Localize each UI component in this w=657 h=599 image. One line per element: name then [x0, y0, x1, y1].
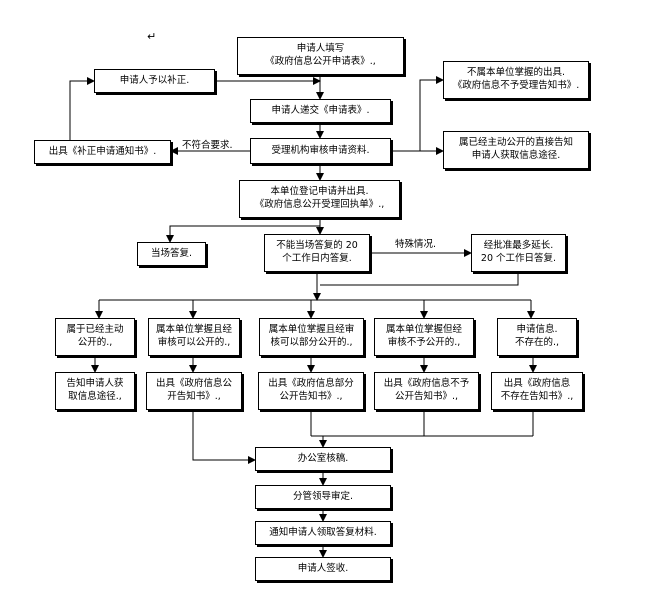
box-office-review: 办公室核稿.: [255, 447, 391, 471]
box-text-line: 开告知书》.,: [167, 391, 221, 402]
box-onsite-reply: 当场答复.: [137, 242, 206, 266]
box-text-line: 属本单位掌握且经: [155, 324, 232, 336]
box-issue-partial-notice: 出具《政府信息部分公开告知书》.,: [258, 372, 364, 410]
box-text-line: 出具《政府信息: [503, 378, 571, 390]
box-text-line: 个工作日内答复.: [282, 253, 352, 264]
box-issue-disclosure-notice: 出具《政府信息公开告知书》.,: [146, 372, 242, 410]
box-supplement: 申请人予以补正.: [94, 69, 215, 93]
box-inform-access-path: 告知申请人获取信息途径.,: [55, 372, 135, 410]
box-text-line: 申请人予以补正.: [119, 74, 190, 86]
box-text-line: 分管领导审定.: [292, 490, 354, 502]
box-text-line: 出具《补正申请通知书》.: [48, 145, 157, 157]
box-text-line: 取信息途径.,: [68, 391, 122, 402]
box-already-published: 属已经主动公开的直接告知申请人获取信息途径.: [443, 131, 589, 169]
box-text-line: 不存在的.,: [514, 337, 560, 348]
box-text-line: 公开告知书》.,: [394, 391, 459, 402]
box-register-receipt: 本单位登记申请并出具.《政府信息公开受理回执单》.,: [239, 180, 400, 218]
box-not-accept: 不属本单位掌握的出具.《政府信息不予受理告知书》.: [443, 61, 589, 99]
box-submit-form: 申请人递交《申请表》.: [250, 99, 391, 123]
box-text-line: 申请人递交《申请表》.: [271, 104, 370, 116]
box-text-line: 属本单位掌握但经: [385, 324, 462, 336]
box-extend-20-days: 经批准最多延长.20 个工作日答复.: [471, 234, 566, 272]
box-text-line: 本单位登记申请并出具.: [270, 186, 369, 198]
box-text-line: 出具《政府信息公: [155, 378, 232, 390]
box-text-line: 办公室核稿.: [297, 452, 349, 464]
box-text-line: 告知申请人获: [66, 378, 124, 390]
box-case-published: 属于已经主动公开的.,: [55, 318, 135, 356]
box-text-line: 申请人填写: [296, 43, 345, 55]
box-text-line: 20 个工作日答复.: [480, 253, 557, 264]
box-text-line: 经批准最多延长.: [483, 240, 554, 252]
box-text-line: 属已经主动公开的直接告知: [458, 137, 573, 149]
arrow-d2-to-office: [192, 410, 256, 464]
box-text-line: 出具《政府信息不予: [383, 378, 470, 390]
box-text-line: 公开的.,: [77, 337, 113, 348]
box-case-not-disclose: 属本单位掌握但经审核不予公开的.,: [374, 318, 474, 356]
box-text-line: 属于已经主动: [66, 324, 124, 336]
box-case-can-disclose: 属本单位掌握且经审核可以公开的.,: [148, 318, 240, 356]
box-text-line: 不属本单位掌握的出具.: [466, 67, 566, 79]
label-special-case: 特殊情况.: [395, 239, 437, 250]
box-text-line: 申请信息.: [516, 324, 558, 336]
box-issue-refusal-notice: 出具《政府信息不予公开告知书》.,: [374, 372, 479, 410]
return-mark: ↵: [147, 30, 157, 43]
box-text-line: 《政府信息不予受理告知书》.: [452, 80, 580, 91]
box-text-line: 《政府信息公开申请表》.,: [265, 56, 376, 67]
box-issue-correction-notice: 出具《补正申请通知书》.: [34, 140, 171, 164]
box-issue-nonexist-notice: 出具《政府信息不存在告知书》.,: [491, 372, 583, 410]
box-text-line: 公开告知书》.,: [279, 391, 343, 402]
box-text-line: 通知申请人领取答复材料.: [269, 526, 377, 538]
box-apply-form: 申请人填写《政府信息公开申请表》.,: [237, 37, 404, 75]
arrow-register-to-onsite: [166, 218, 321, 243]
box-leader-approval: 分管领导审定.: [255, 485, 391, 509]
box-text-line: 《政府信息公开受理回执单》.,: [254, 199, 385, 210]
box-case-not-exist: 申请信息.不存在的.,: [497, 318, 577, 356]
box-text-line: 属本单位掌握且经审: [268, 324, 355, 336]
box-text-line: 不存在告知书》.,: [500, 391, 574, 402]
box-applicant-sign: 申请人签收.: [255, 557, 391, 581]
box-text-line: 审核不予公开的.,: [387, 337, 461, 348]
arrow-notice-to-supplement: [69, 77, 95, 140]
box-text-line: 申请人获取信息途径.: [471, 150, 561, 161]
box-text-line: 审核可以公开的.,: [157, 337, 231, 348]
box-text-line: 申请人签收.: [297, 562, 349, 574]
box-text-line: 核可以部分公开的.,: [270, 337, 353, 348]
box-text-line: 受理机构审核申请资料.: [271, 144, 370, 156]
box-case-partial-disclose: 属本单位掌握且经审核可以部分公开的.,: [259, 318, 364, 356]
box-review-materials: 受理机构审核申请资料.: [250, 138, 391, 164]
label-not-meet-requirements: 不符合要求.: [182, 140, 233, 151]
box-text-line: 出具《政府信息部分: [268, 378, 354, 390]
arrow-review-to-not-accept: [391, 76, 444, 152]
box-text-line: 当场答复.: [150, 247, 193, 259]
line-extend-join: [320, 272, 519, 286]
box-notify-applicant: 通知申请人领取答复材料.: [255, 521, 391, 545]
box-text-line: 不能当场答复的 20: [276, 240, 358, 252]
